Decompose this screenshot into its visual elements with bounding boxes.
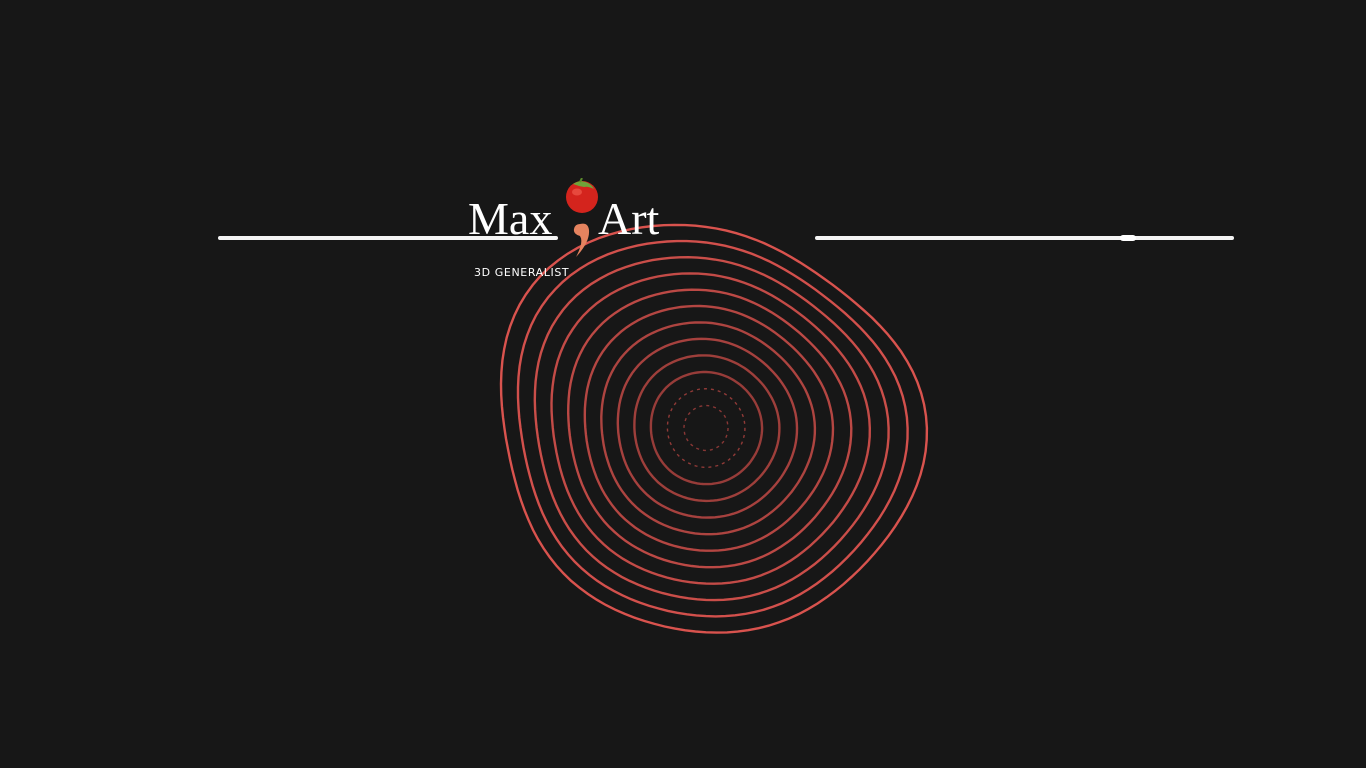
divider-line-right: [815, 235, 1234, 241]
logo-word-max: Max: [468, 193, 553, 244]
divider-line-left: [218, 236, 558, 240]
logo-word-art: Art: [598, 193, 660, 244]
tomato-comma-icon: [566, 178, 598, 257]
ring-8: [616, 337, 799, 519]
ring-4: [550, 272, 872, 585]
ring-5: [566, 288, 853, 569]
ring-1: [499, 223, 929, 634]
ring-6: [583, 304, 835, 552]
ring-12: [683, 404, 729, 452]
ring-2: [516, 239, 909, 618]
ring-10: [649, 370, 764, 486]
ring-9: [633, 354, 781, 503]
ring-3: [533, 255, 890, 602]
logo[interactable]: Max Art 3D GENERALIST: [466, 178, 726, 288]
ring-7: [600, 321, 817, 536]
logo-tagline: 3D GENERALIST: [474, 266, 570, 279]
ring-11: [666, 387, 746, 468]
